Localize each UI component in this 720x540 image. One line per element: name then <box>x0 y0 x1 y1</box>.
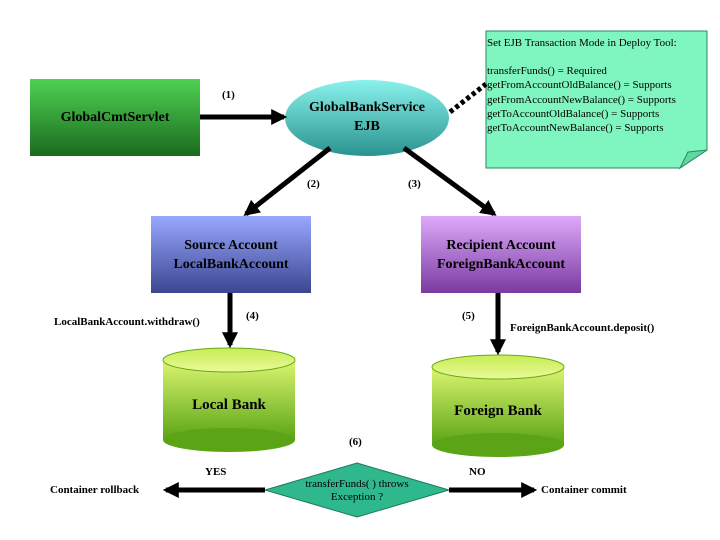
step-4-label: (4) <box>246 310 259 322</box>
decision-text: transferFunds( ) throws Exception ? <box>290 478 424 504</box>
decision-text-line1: transferFunds( ) throws <box>305 478 409 490</box>
foreign-bank-cylinder <box>431 354 565 457</box>
rollback-label: Container rollback <box>50 484 140 496</box>
recipient-account-line1: Recipient Account <box>446 238 556 253</box>
foreign-bank-label: Foreign Bank <box>454 403 542 419</box>
service-label: GlobalBankService EJB <box>285 98 449 136</box>
source-account-line2: LocalBankAccount <box>173 257 289 272</box>
service-label-line1: GlobalBankService <box>309 100 425 115</box>
note-line: getFromAccountOldBalance() = Supports <box>487 79 672 92</box>
withdraw-call-label: LocalBankAccount.withdraw() <box>54 316 200 328</box>
servlet-label-text: GlobalCmtServlet <box>60 110 170 125</box>
yes-label: YES <box>205 466 227 478</box>
deposit-call-label: ForeignBankAccount.deposit() <box>510 322 655 334</box>
step-3-label: (3) <box>408 178 421 190</box>
note-line: getToAccountNewBalance() = Supports <box>487 122 664 135</box>
source-account-line1: Source Account <box>184 238 278 253</box>
note-connector <box>448 82 488 114</box>
servlet-label: GlobalCmtServlet <box>30 108 200 127</box>
step-6-label: (6) <box>349 436 362 448</box>
note-line: transferFunds() = Required <box>487 65 607 78</box>
decision-text-line2: Exception ? <box>330 491 384 503</box>
service-label-line2: EJB <box>354 119 380 134</box>
note-line: getToAccountOldBalance() = Supports <box>487 107 660 120</box>
source-account-label: Source Account LocalBankAccount <box>151 236 311 274</box>
local-bank-cylinder <box>162 347 296 452</box>
transaction-note-text: Set EJB Transaction Mode in Deploy Tool:… <box>487 36 707 135</box>
no-label: NO <box>469 466 486 478</box>
step-2-label: (2) <box>307 178 320 190</box>
recipient-account-line2: ForeignBankAccount <box>436 257 566 272</box>
transaction-note <box>485 30 708 170</box>
source-account-box <box>151 216 311 293</box>
decision-diamond <box>263 462 451 518</box>
note-title: Set EJB Transaction Mode in Deploy Tool: <box>487 37 677 49</box>
step-5-label: (5) <box>462 310 475 322</box>
step-1-label: (1) <box>222 89 235 101</box>
service-ellipse <box>285 80 449 156</box>
arrow-step-3 <box>402 145 497 217</box>
commit-label: Container commit <box>541 484 627 496</box>
servlet-box <box>30 79 200 156</box>
arrow-step-2 <box>243 146 332 216</box>
local-bank-label: Local Bank <box>192 397 266 413</box>
note-line: getFromAccountNewBalance() = Supports <box>487 93 676 106</box>
recipient-account-box <box>421 216 581 293</box>
recipient-account-label: Recipient Account ForeignBankAccount <box>421 236 581 274</box>
